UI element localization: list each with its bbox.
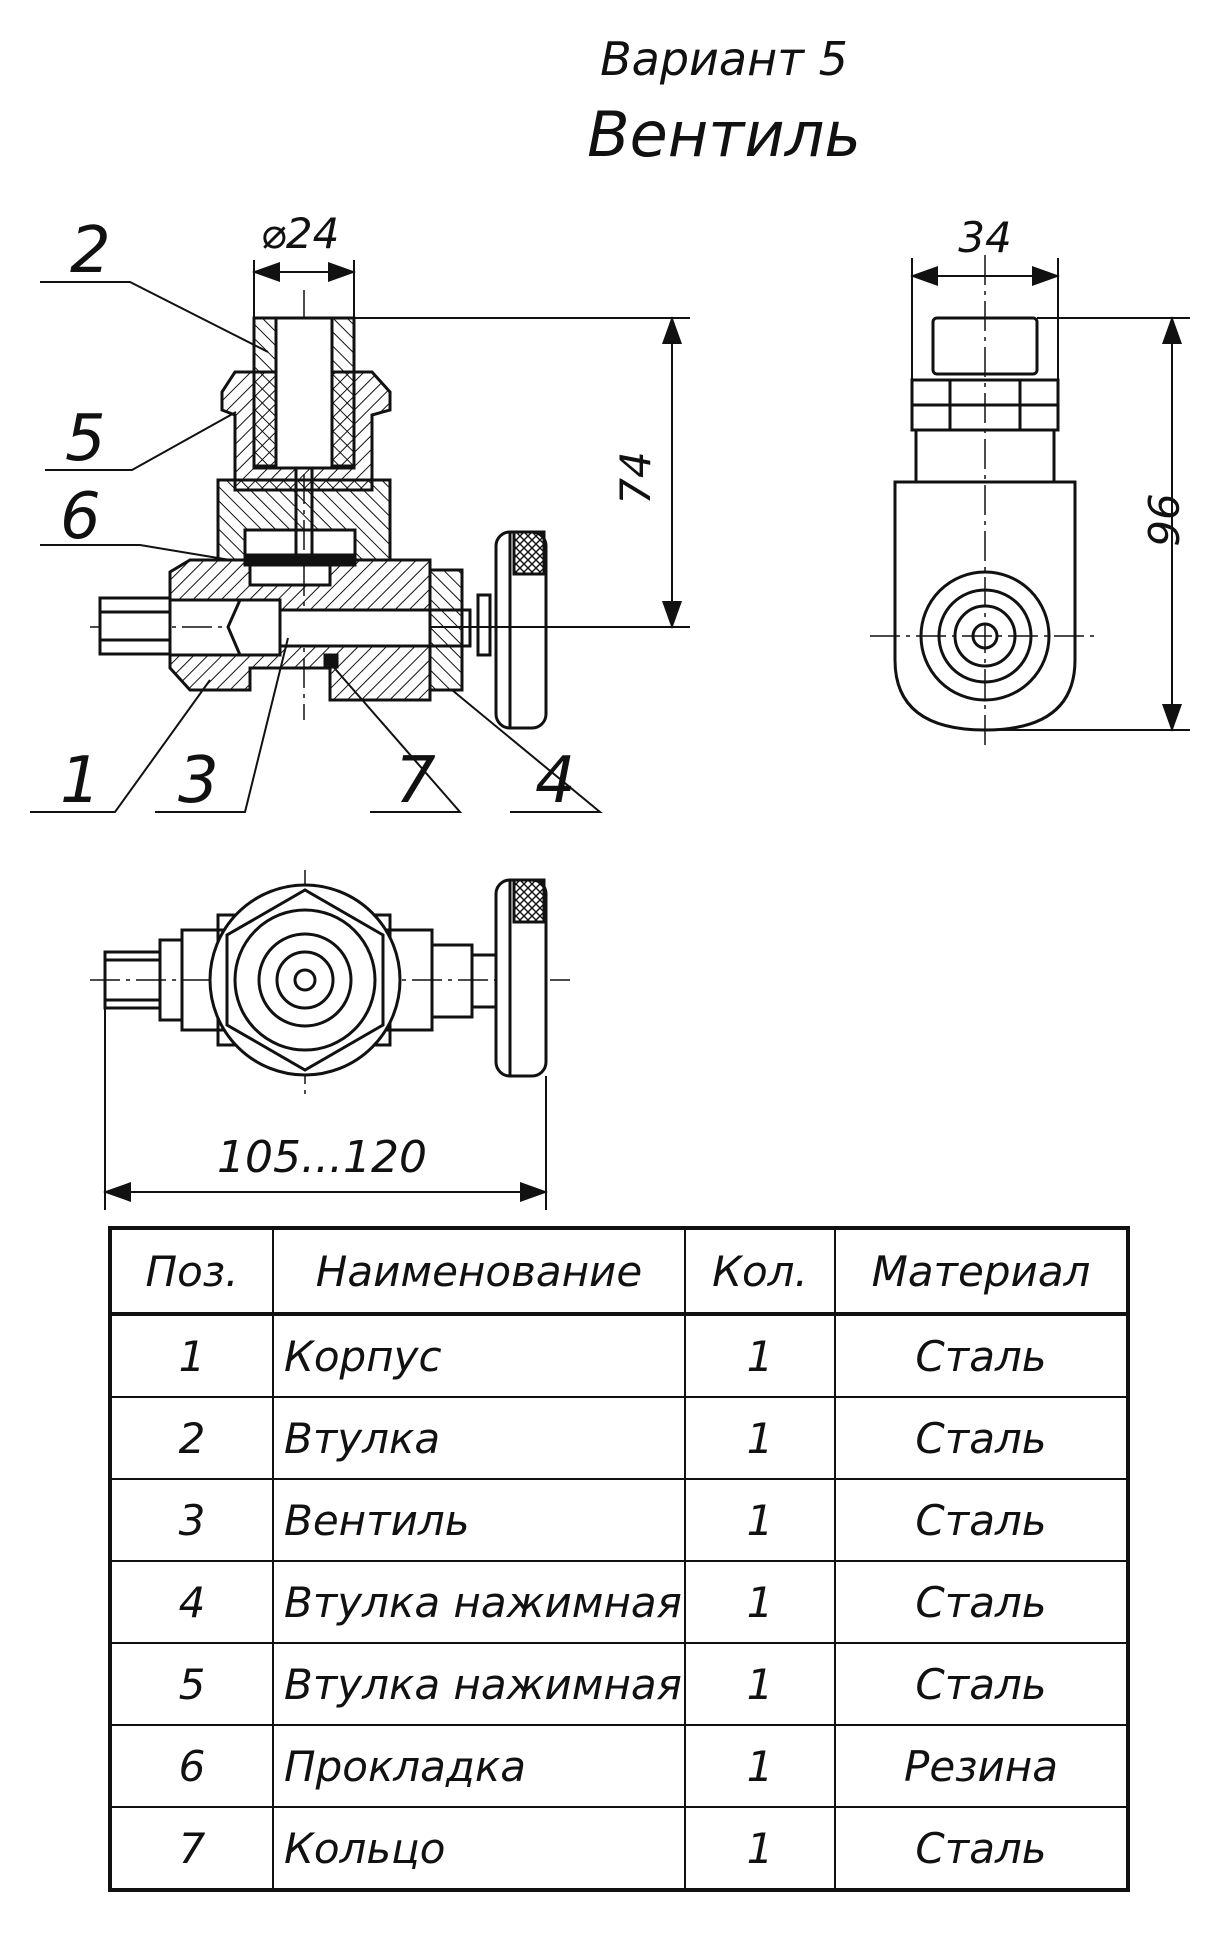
front-dimensions <box>252 260 690 629</box>
table-row: 1 Корпус 1 Сталь <box>109 1313 1129 1398</box>
header-material: Материал <box>834 1227 1129 1316</box>
cell-pos: 7 <box>109 1806 274 1891</box>
cell-pos: 2 <box>109 1396 274 1480</box>
table-row: 4 Втулка нажимная 1 Сталь <box>109 1560 1129 1644</box>
cell-name: Вентиль <box>272 1478 686 1562</box>
cell-pos: 1 <box>109 1313 274 1398</box>
diameter-label: ⌀24 <box>261 209 340 258</box>
header-qty: Кол. <box>684 1227 836 1316</box>
callout-7: 7 <box>395 744 436 818</box>
cell-name: Втулка <box>272 1396 686 1480</box>
callout-3: 3 <box>178 744 219 818</box>
cell-name: Втулка нажимная <box>272 1642 686 1726</box>
callout-1: 1 <box>60 744 101 818</box>
cell-qty: 1 <box>684 1313 836 1398</box>
cell-pos: 3 <box>109 1478 274 1562</box>
top-view <box>90 870 570 1095</box>
table-row: 3 Вентиль 1 Сталь <box>109 1478 1129 1562</box>
cell-material: Сталь <box>834 1396 1129 1480</box>
side-dimensions <box>910 258 1190 732</box>
front-section-view <box>90 290 548 730</box>
cell-material: Резина <box>834 1724 1129 1808</box>
cell-material: Сталь <box>834 1642 1129 1726</box>
cell-qty: 1 <box>684 1396 836 1480</box>
cell-material: Сталь <box>834 1478 1129 1562</box>
cell-material: Сталь <box>834 1313 1129 1398</box>
cell-name: Кольцо <box>272 1806 686 1891</box>
side-view <box>870 255 1100 750</box>
header-pos: Поз. <box>109 1227 274 1316</box>
height-96-label: 96 <box>1138 493 1187 546</box>
length-label: 105...120 <box>217 1132 427 1183</box>
callout-2: 2 <box>70 214 111 288</box>
specification-table: Поз. Наименование Кол. Материал 1 Корпус… <box>108 1226 1130 1892</box>
cell-name: Корпус <box>272 1313 686 1398</box>
technical-drawing: ⌀24 74 2 5 6 1 3 7 4 34 <box>30 209 1190 1210</box>
callout-5: 5 <box>65 402 106 476</box>
cell-name: Прокладка <box>272 1724 686 1808</box>
table-row: 6 Прокладка 1 Резина <box>109 1724 1129 1808</box>
variant-title: Вариант 5 <box>600 32 848 86</box>
table-header-row: Поз. Наименование Кол. Материал <box>109 1227 1129 1316</box>
table-row: 2 Втулка 1 Сталь <box>109 1396 1129 1480</box>
cell-qty: 1 <box>684 1560 836 1644</box>
cell-qty: 1 <box>684 1806 836 1891</box>
height-74-label: 74 <box>611 451 660 504</box>
cell-qty: 1 <box>684 1478 836 1562</box>
cell-pos: 5 <box>109 1642 274 1726</box>
header-name: Наименование <box>272 1227 686 1316</box>
width-34-label: 34 <box>958 213 1011 262</box>
cell-material: Сталь <box>834 1806 1129 1891</box>
table-row: 5 Втулка нажимная 1 Сталь <box>109 1642 1129 1726</box>
callout-6: 6 <box>60 480 101 554</box>
cell-qty: 1 <box>684 1724 836 1808</box>
table-row: 7 Кольцо 1 Сталь <box>109 1806 1129 1891</box>
cell-name: Втулка нажимная <box>272 1560 686 1644</box>
callout-leaders <box>30 281 603 813</box>
cell-qty: 1 <box>684 1642 836 1726</box>
cell-pos: 6 <box>109 1724 274 1808</box>
callout-4: 4 <box>535 744 576 818</box>
top-dimensions <box>103 1008 548 1210</box>
cell-material: Сталь <box>834 1560 1129 1644</box>
cell-pos: 4 <box>109 1560 274 1644</box>
drawing-title: Вентиль <box>587 98 861 171</box>
